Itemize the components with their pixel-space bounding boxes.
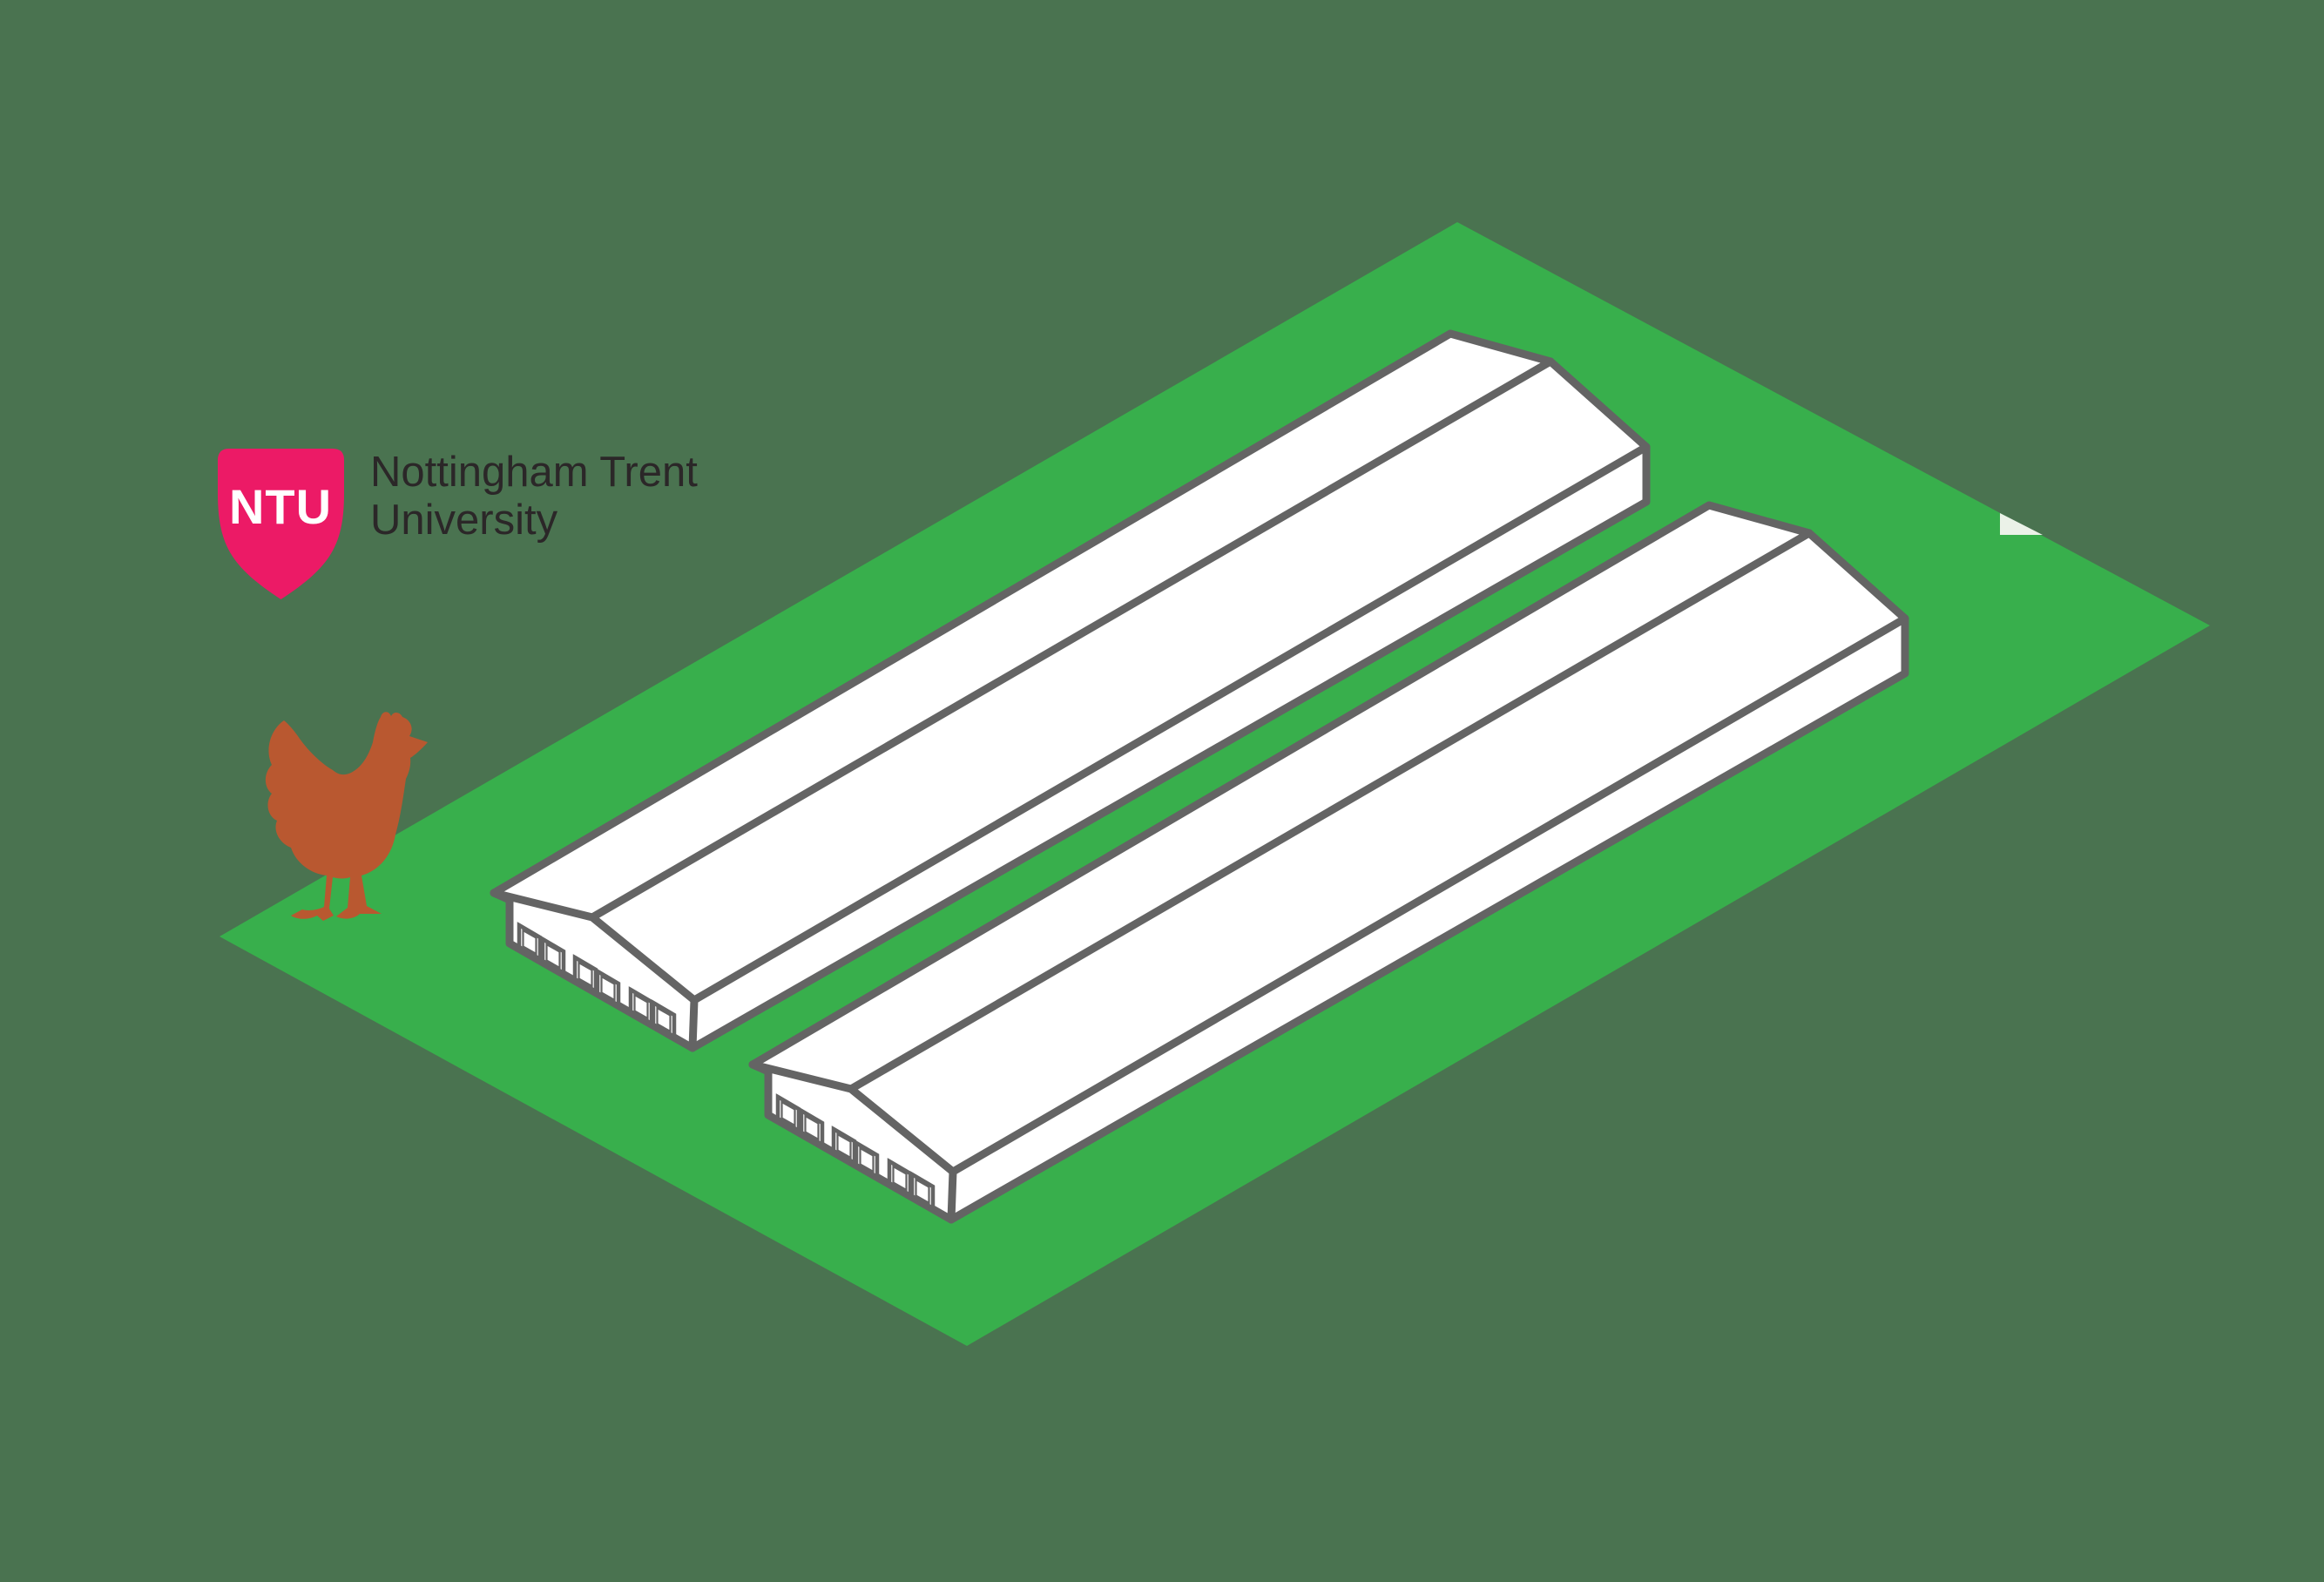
wordmark-line2: University bbox=[370, 497, 558, 544]
ntu-logo: NTU Nottingham Trent University bbox=[218, 449, 698, 599]
ntu-shield-icon bbox=[218, 449, 344, 599]
chicken-icon bbox=[265, 712, 428, 921]
ntu-shield-text: NTU bbox=[229, 479, 332, 534]
wordmark-line1: Nottingham Trent bbox=[370, 449, 698, 496]
field-notch-triangle bbox=[2000, 513, 2043, 535]
